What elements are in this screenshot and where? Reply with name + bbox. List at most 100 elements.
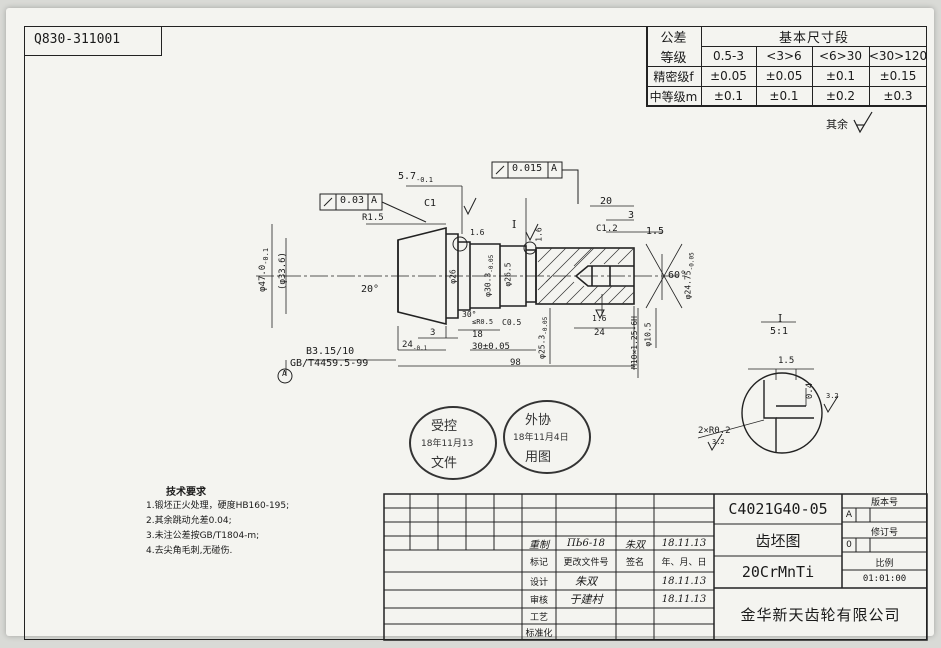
dim-r1-5: R1.5 xyxy=(362,213,384,223)
part-name: 齿坯图 xyxy=(755,531,801,550)
dim-r0-5: ≤R0.5 xyxy=(472,318,494,326)
scale-value: 01:01:00 xyxy=(862,574,907,584)
dim-30: 30±0.05 xyxy=(472,342,510,352)
drawing-sheet: Q830-311001 公差 等级 基本尺寸段 0.5-3 <3>6 <6>30… xyxy=(6,8,934,641)
range-cell: 0.5-3 xyxy=(712,49,745,63)
dim-18: 18 xyxy=(472,330,483,340)
handwritten-entry: 18.11.13 xyxy=(661,575,707,587)
note-item: 2.其余跳动允差0.04; xyxy=(146,516,232,526)
fcf2-value: 0.015 xyxy=(512,163,543,174)
tolerance-value: ±0.3 xyxy=(883,89,913,103)
detail-ra-3-2b: 3.2 xyxy=(712,438,725,446)
dim-c1-2: C1.2 xyxy=(596,224,618,234)
tolerance-value: ±0.05 xyxy=(765,69,803,83)
tolerance-value: ±0.1 xyxy=(769,89,799,103)
dim-d33-6: (φ33.6) xyxy=(277,252,288,290)
head-label: 年、月、日 xyxy=(661,557,707,568)
dim-98: 98 xyxy=(510,358,521,368)
tolerance-table: 公差 等级 基本尺寸段 0.5-3 <3>6 <6>30 <30>120 精密级… xyxy=(646,26,928,107)
detail-dim-0-4: 0.4 xyxy=(805,382,816,400)
detail-ra-3-2: 3.2 xyxy=(826,392,839,400)
dim-20: 20 xyxy=(600,196,613,207)
center-hole-b3-15: B3.15/10 xyxy=(306,346,355,357)
fcf2-datum: A xyxy=(551,163,558,174)
version-label: 版本号 xyxy=(870,497,898,508)
detail-scale: 5:1 xyxy=(770,326,789,337)
dim-d26-5: φ26.5 xyxy=(503,262,513,287)
drawing-number: Q830-311001 xyxy=(34,32,121,47)
handwritten-entry: 于建村 xyxy=(569,593,603,606)
handwritten-entry: 18.11.13 xyxy=(661,593,707,605)
note-item: 4.去尖角毛刺,无碰伤. xyxy=(146,546,233,556)
tolerance-header-bottom: 等级 xyxy=(660,50,687,66)
row-label: 审核 xyxy=(529,595,548,606)
dim-d10-5: φ10.5 xyxy=(643,322,653,347)
handwritten-entry: ПЬ6-18 xyxy=(567,537,605,549)
datum-a-label: A xyxy=(282,369,287,378)
detail-r0-2: 2×R0.2 xyxy=(698,426,731,436)
dim-angle-20: 20° xyxy=(361,284,380,295)
dim-m10: M10×1.25-6H xyxy=(629,316,639,369)
head-label: 更改文件号 xyxy=(563,557,609,568)
dim-24: 24-0.1 xyxy=(402,340,428,352)
fcf1-datum: A xyxy=(371,195,378,206)
tolerance-header-range: 基本尺寸段 xyxy=(778,30,849,46)
ra-1-6b: 1.6 xyxy=(534,227,544,242)
note-item: 1.锻坯正火处理，硬度HB160-195; xyxy=(146,501,290,511)
handwritten-entry: 18.11.13 xyxy=(661,537,707,549)
section-mark-i: I xyxy=(512,218,517,231)
handwritten-entry: 重制 xyxy=(529,539,549,551)
outsource-stamp: 外协 18年11月4日 用图 xyxy=(503,400,591,474)
drawing-number-box: Q830-311001 xyxy=(24,26,162,56)
ra-1-6: 1.6 xyxy=(470,228,485,237)
dim-3: 3 xyxy=(628,210,635,221)
part-number: C4021G40-05 xyxy=(728,500,828,518)
row-label: 标记 xyxy=(529,557,548,568)
handwritten-entry: 朱双 xyxy=(575,575,597,588)
revision-label: 修订号 xyxy=(870,527,898,538)
company-name: 金华新天齿轮有限公司 xyxy=(740,605,901,624)
tolerance-value: ±0.15 xyxy=(879,69,917,83)
tolerance-value: ±0.1 xyxy=(825,69,856,83)
dim-3-bottom: 3 xyxy=(430,328,436,338)
scale-label: 比例 xyxy=(875,558,894,569)
material: 20CrMnTi xyxy=(741,563,815,581)
row-label: 工艺 xyxy=(529,612,548,623)
ra-1-6c: 1.6 xyxy=(592,314,607,323)
fcf1-value: 0.03 xyxy=(340,195,365,206)
dim-1-5: 1.5 xyxy=(646,226,665,237)
notes-title: 技术要求 xyxy=(166,487,206,498)
dim-angle-60: 60° xyxy=(668,270,687,281)
note-item: 3.未注公差按GB/T1804-m; xyxy=(146,531,260,541)
tolerance-value: ±0.1 xyxy=(713,89,744,103)
dim-d30-3: φ30.3-0.05 xyxy=(483,254,495,297)
revision-value: 0 xyxy=(846,540,852,550)
dim-c1: C1 xyxy=(424,198,437,209)
row-label: 标准化 xyxy=(525,628,553,639)
dim-angle-30: 30° xyxy=(462,310,477,319)
version-value: A xyxy=(845,510,853,520)
tolerance-row-label: 中等级m xyxy=(649,89,698,104)
dim-c0-5: C0.5 xyxy=(502,318,522,327)
row-label: 设计 xyxy=(529,577,548,588)
range-cell: <3>6 xyxy=(766,49,802,63)
controlled-stamp: 受控 18年11月13 文件 xyxy=(409,406,497,480)
tolerance-value: ±0.05 xyxy=(710,69,747,83)
dim-5-7: 5.7-0.1 xyxy=(398,171,433,184)
dim-24b: 24 xyxy=(594,328,605,338)
dim-d26: φ26 xyxy=(448,269,458,284)
center-hole-standard: GB/T4459.5-99 xyxy=(290,358,369,369)
dim-d24-75: φ24.75-0.05 xyxy=(683,252,696,300)
head-label: 签名 xyxy=(625,557,644,568)
tolerance-value: ±0.2 xyxy=(825,89,856,103)
remaining-roughness-label: 其余 xyxy=(826,118,848,131)
dim-d25-3: φ25.3-0.05 xyxy=(537,316,549,359)
range-cell: <30>120 xyxy=(868,49,928,63)
tolerance-header-top: 公差 xyxy=(660,30,687,46)
tolerance-row-label: 精密级f xyxy=(653,69,694,84)
range-cell: <6>30 xyxy=(818,49,862,63)
detail-dim-1-5: 1.5 xyxy=(778,356,795,366)
detail-label: I xyxy=(778,312,783,325)
handwritten-entry: 朱双 xyxy=(625,539,645,551)
dim-d47: φ47.0-0.1 xyxy=(258,247,270,292)
